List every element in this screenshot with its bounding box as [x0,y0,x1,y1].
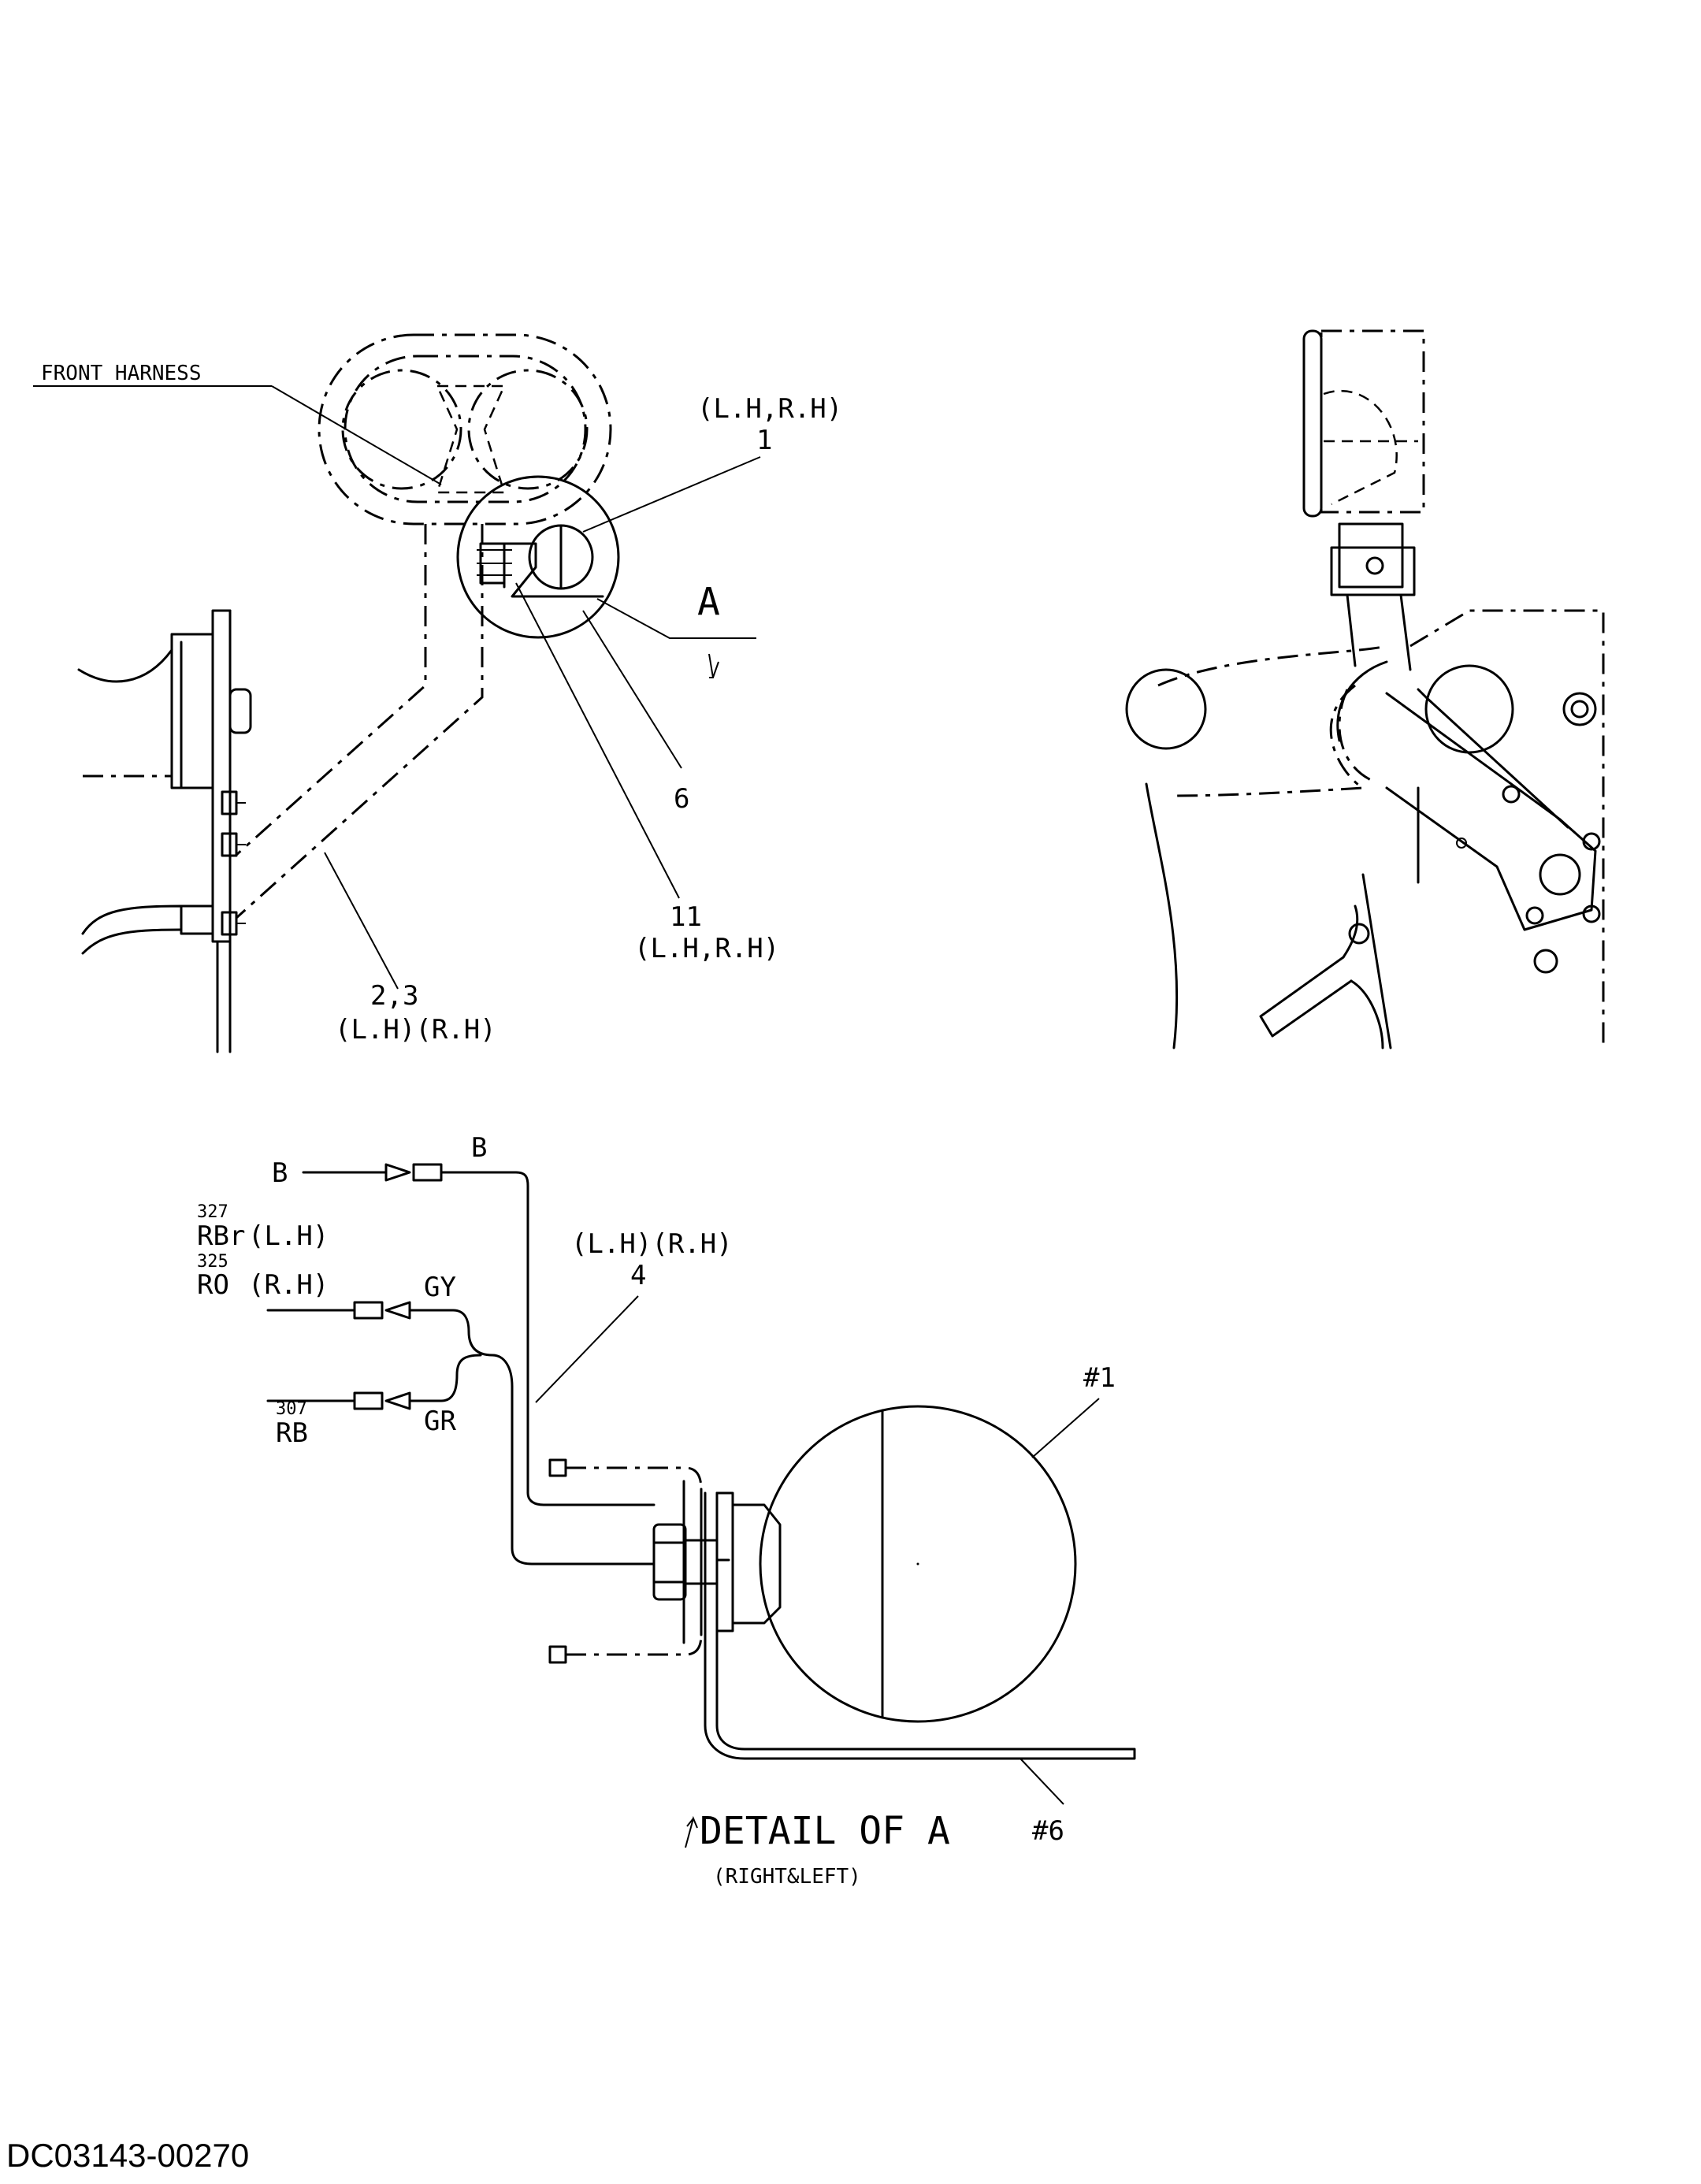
wire-rb-label: RB [276,1417,308,1449]
detail-circle-a [456,475,620,639]
leader-2-3 [324,852,399,990]
ref-6-label: #6 [1032,1815,1064,1847]
leader-6 [582,610,682,769]
detail-subtitle: (RIGHT&LEFT) [713,1865,861,1889]
detail-arrow [685,1815,698,1848]
leader-11 [515,582,680,899]
front-harness-label: FRONT HARNESS [41,362,202,385]
leader-ref-6 [1019,1758,1064,1805]
code-327-label: 327 [197,1202,228,1222]
part-11-label: 11 [670,901,702,933]
side-view-left: FRONT HARNESS [33,333,842,1053]
bracket-arm-2-3 [235,524,484,919]
ro-side-label: (R.H) [248,1269,329,1301]
wire-rbr-label: RBr [197,1220,245,1252]
leader-1 [582,456,761,533]
lh-rh-label-4: (L.H)(R.H) [571,1228,733,1260]
arrow-a [708,653,719,678]
code-325-label: 325 [197,1252,228,1272]
detail-title: DETAIL OF A [700,1809,950,1853]
detail-of-a: B B 327 RBr (L.H) 325 RO (R.H) GY (L.H)(… [197,1132,1136,1889]
cab-pillar [77,609,252,1053]
lh-rh-label-11: (L.H,R.H) [634,933,779,964]
code-307-label: 307 [276,1399,307,1419]
lamp-housing [318,333,612,526]
rbr-side-label: (L.H) [248,1220,329,1252]
wire-b-left-label: B [272,1157,288,1189]
view-a-label: A [697,580,720,624]
part-1-label: 1 [756,425,772,456]
document-id: DC03143-00270 [6,2137,250,2174]
part-4-label: 4 [630,1260,646,1291]
part-2-3-label: 2,3 [370,980,418,1012]
ref-1-label: #1 [1083,1362,1116,1394]
lh-rh-label-2-3: (L.H)(R.H) [335,1014,496,1046]
part-6-label: 6 [674,783,689,815]
leader-ref-1 [1031,1398,1100,1458]
wire-b-right-label: B [471,1132,487,1164]
leader-a [596,598,756,639]
wire-gy-label: GY [424,1272,456,1303]
wire-ro-label: RO [197,1269,229,1301]
wire-gr-label: GR [424,1406,456,1437]
leader-4 [535,1295,639,1403]
front-view-right [1125,329,1605,1049]
lh-rh-label-1: (L.H,R.H) [697,393,842,425]
